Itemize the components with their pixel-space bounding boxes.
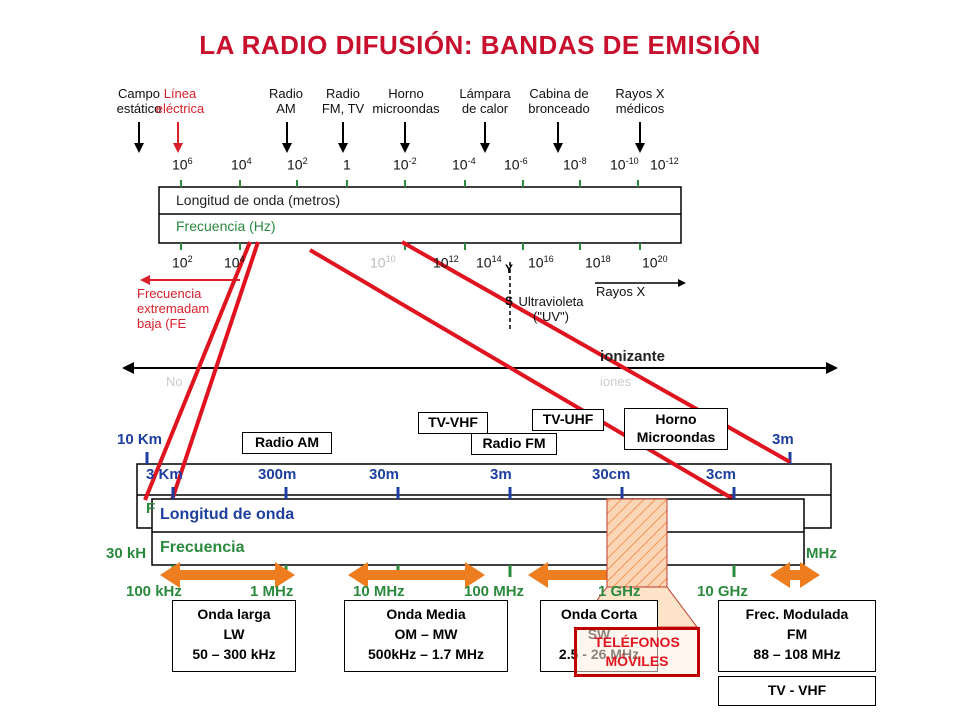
radio-am-box: Radio AM [242, 432, 332, 454]
ionizing-label: ionizante [600, 348, 666, 365]
wavelength-exponent: 10-8 [563, 156, 587, 173]
uv-label: Ultravioleta("UV") [518, 294, 584, 324]
faded-left-text: No [166, 374, 183, 389]
frequency-exponent: 102 [172, 254, 193, 271]
arrow-down-icon [134, 122, 144, 153]
zoom-lines [143, 240, 791, 502]
arrow-down-icon [635, 122, 645, 153]
inner-frequency-tick: 100 MHz [464, 583, 525, 600]
frecuencia-extremadamente-baja: Frecuencia extremadam baja (FE [137, 286, 210, 331]
inner-frequency-tick: 100 kHz [126, 583, 182, 600]
inner-frequency-tick: 1 MHz [250, 583, 294, 600]
upper-bar-ticks [180, 180, 641, 250]
wavelength-exponent: 10-2 [393, 156, 417, 173]
arrow-down-icon [553, 122, 563, 153]
inner-frequency-tick: 10 MHz [353, 583, 405, 600]
arrow-down-icon [338, 122, 348, 153]
upper-spectrum-bar [158, 186, 682, 244]
tv-uhf-box: TV-UHF [532, 409, 604, 431]
outer-frequency-letter: F [146, 500, 156, 517]
frequency-exponent: 1016 [528, 254, 554, 271]
wavelength-exponent: 1 [343, 156, 351, 173]
wavelength-exponent: 104 [231, 156, 252, 173]
separator-letter-y: Y [505, 262, 514, 276]
faded-right-text: iones [600, 374, 632, 389]
frequency-exponent: 1012 [433, 254, 459, 271]
frequency-exponent: 1018 [585, 254, 611, 271]
arrow-down-icon [480, 122, 490, 153]
tv-vhf-bottom-box: TV - VHF [718, 676, 876, 706]
tv-vhf-box: TV-VHF [418, 412, 488, 434]
upper-wavelength-label: Longitud de onda (metros) [176, 192, 341, 208]
wavelength-exponent: 10-10 [610, 156, 639, 173]
inner-wavelength-ticks [171, 487, 736, 499]
inner-frequency-tick: 10 GHz [697, 583, 748, 600]
xray-arrow [595, 279, 686, 287]
frequency-exponent: 1020 [642, 254, 668, 271]
inner-wavelength-tick: 3m [490, 466, 512, 483]
wavelength-exponent: 102 [287, 156, 308, 173]
wavelength-exponent: 10-4 [452, 156, 476, 173]
outer-wavelength-left: 10 Km [117, 431, 163, 448]
band-arrows [160, 562, 820, 588]
inner-wavelength-label: Longitud de onda [160, 506, 295, 523]
phone-zone [606, 498, 668, 588]
wavelength-exponent: 10-6 [504, 156, 528, 173]
frequency-exponent: 104 [224, 254, 245, 271]
frequency-exponent: 1014 [476, 254, 502, 271]
arrow-down-icon [282, 122, 292, 153]
xray-label: Rayos X [596, 284, 646, 299]
separator-letter-s: S [505, 294, 514, 308]
ionizing-arrow [122, 362, 838, 374]
arrow-down-icon [400, 122, 410, 153]
outer-frequency-right: MHz [806, 545, 837, 562]
inner-wavelength-tick: 3cm [706, 466, 737, 483]
left-red-arrow [140, 275, 240, 285]
wavelength-exponent: 106 [172, 156, 193, 173]
inner-wavelength-tick: 3 Km [146, 466, 183, 483]
upper-frequency-label: Frecuencia (Hz) [176, 218, 276, 234]
inner-wavelength-tick: 30cm [592, 466, 631, 483]
page-title: LA RADIO DIFUSIÓN: BANDAS DE EMISIÓN [199, 30, 761, 60]
source-arrows [134, 122, 645, 153]
frequency-exponent: 1010 [370, 254, 396, 271]
outer-wavelength-right: 3m [772, 431, 794, 448]
inner-frequency-label: Frecuencia [160, 539, 245, 556]
inner-wavelength-tick: 30m [369, 466, 400, 483]
inner-frequency-tick: 1 GHz [598, 583, 641, 600]
wavelength-exponent: 10-12 [650, 156, 679, 173]
radio-fm-box: Radio FM [471, 433, 557, 455]
arrow-down-icon [173, 122, 183, 153]
outer-frequency-left: 30 kH [106, 545, 147, 562]
inner-wavelength-tick: 300m [258, 466, 297, 483]
